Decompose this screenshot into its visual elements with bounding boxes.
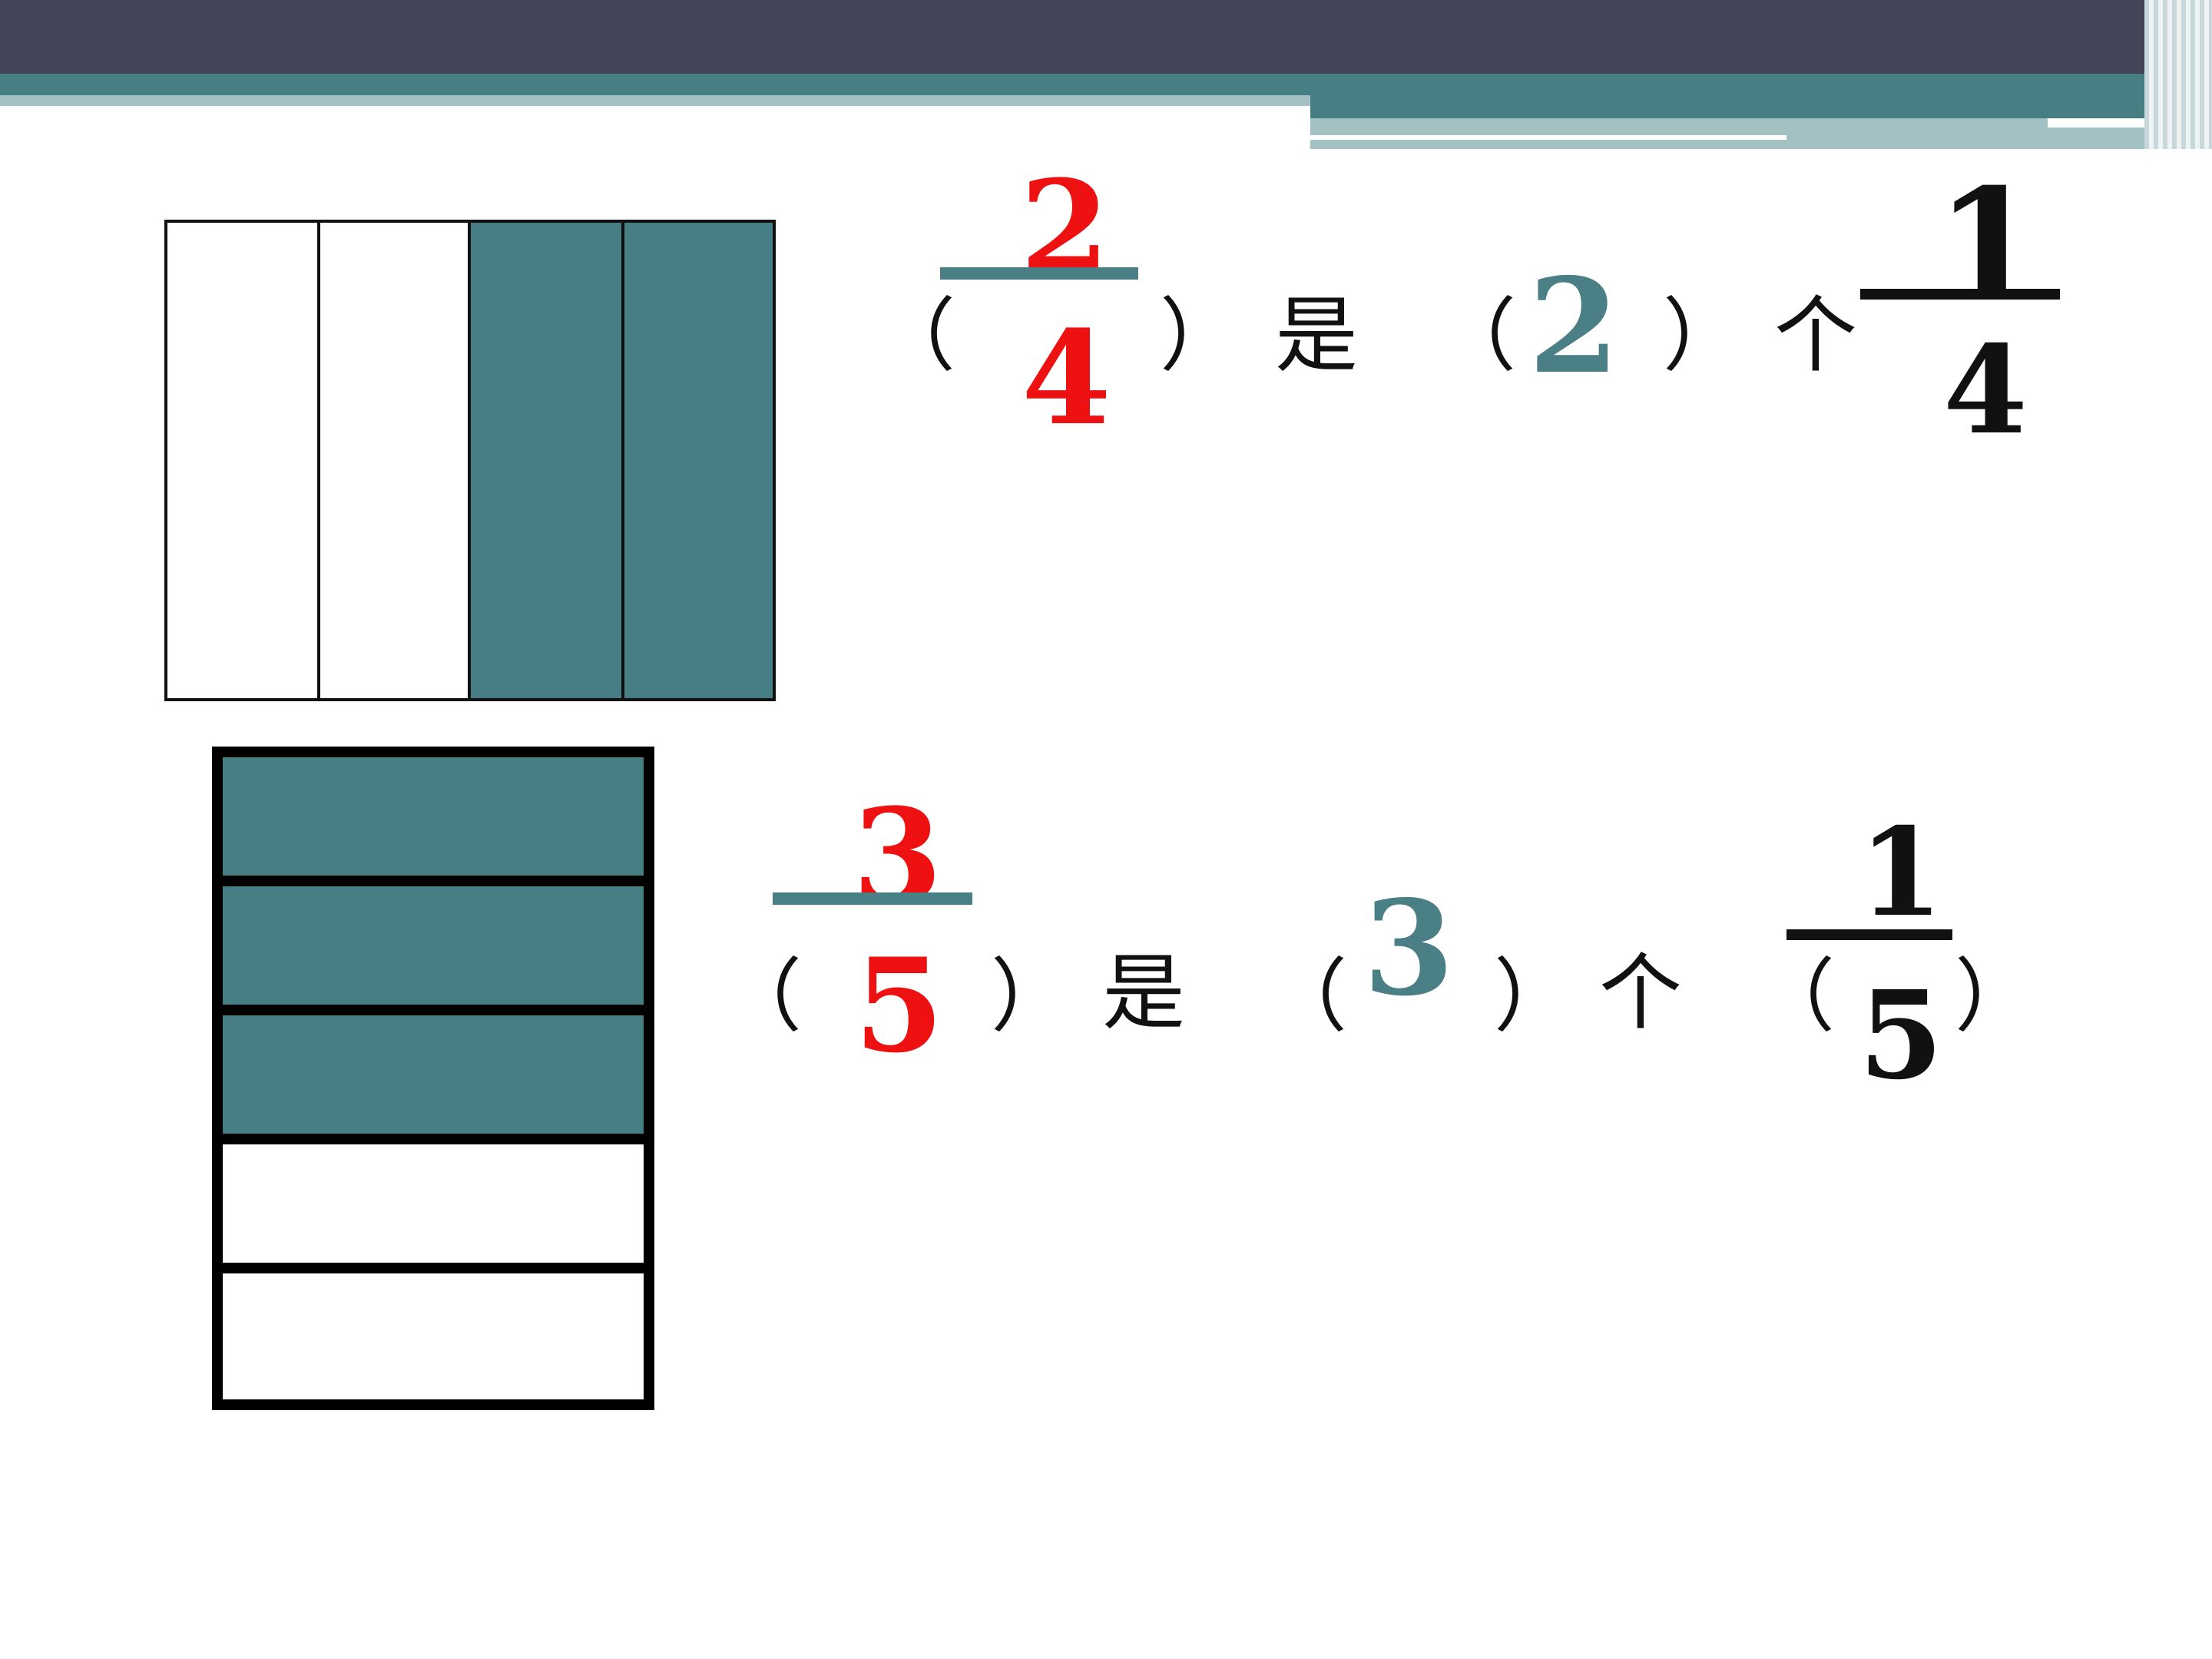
open-paren: （ xyxy=(1436,289,1517,382)
fifth-part-1-shaded xyxy=(212,747,654,886)
unit-fraction-line xyxy=(1786,929,1952,940)
header-light-bar-right-1 xyxy=(1310,118,2048,127)
open-paren: （ xyxy=(722,949,803,1043)
close-paren: ） xyxy=(991,949,1071,1043)
close-paren: ） xyxy=(1663,289,1743,382)
close-paren: ） xyxy=(1494,949,1575,1043)
close-paren: ） xyxy=(1955,949,2035,1043)
answer-fraction-line xyxy=(773,892,972,905)
measure-word: 个 xyxy=(1599,945,1683,1041)
header-light-bar-right-3 xyxy=(1785,140,2174,147)
unit-numerator: 1 xyxy=(1859,802,1943,944)
answer-denominator: 5 xyxy=(854,929,944,1081)
unit-fraction-line xyxy=(1860,289,2060,300)
fifth-part-4 xyxy=(212,1134,654,1273)
measure-word: 个 xyxy=(1774,288,1858,384)
quarter-part-2 xyxy=(317,220,471,701)
header-light-bar-left xyxy=(0,95,1310,106)
unit-denominator: 4 xyxy=(1943,320,2028,462)
is-word: 是 xyxy=(1102,945,1186,1041)
header-stripe-decoration xyxy=(2144,0,2212,149)
answer-count: 3 xyxy=(1363,872,1455,1025)
quarter-part-3-shaded xyxy=(468,220,624,701)
answer-denominator: 4 xyxy=(1022,302,1111,454)
unit-denominator: 5 xyxy=(1859,965,1943,1107)
is-word: 是 xyxy=(1275,288,1359,384)
open-paren: （ xyxy=(876,289,956,382)
unit-numerator: 1 xyxy=(1936,155,2043,336)
header-dark-bar xyxy=(0,0,2151,74)
header-teal-bar-right xyxy=(1310,95,2174,118)
fifth-part-3-shaded xyxy=(212,1005,654,1144)
quarter-part-4-shaded xyxy=(621,220,776,701)
quarter-part-1 xyxy=(164,220,320,701)
open-paren: （ xyxy=(1267,949,1348,1043)
open-paren: （ xyxy=(1755,949,1836,1043)
answer-fraction-line xyxy=(940,267,1138,280)
close-paren: ） xyxy=(1160,289,1240,382)
answer-count: 2 xyxy=(1528,250,1620,403)
header-teal-bar xyxy=(0,74,2174,95)
fifth-part-5 xyxy=(212,1263,654,1410)
fifth-part-2-shaded xyxy=(212,876,654,1015)
header-white-line xyxy=(1310,135,1786,140)
